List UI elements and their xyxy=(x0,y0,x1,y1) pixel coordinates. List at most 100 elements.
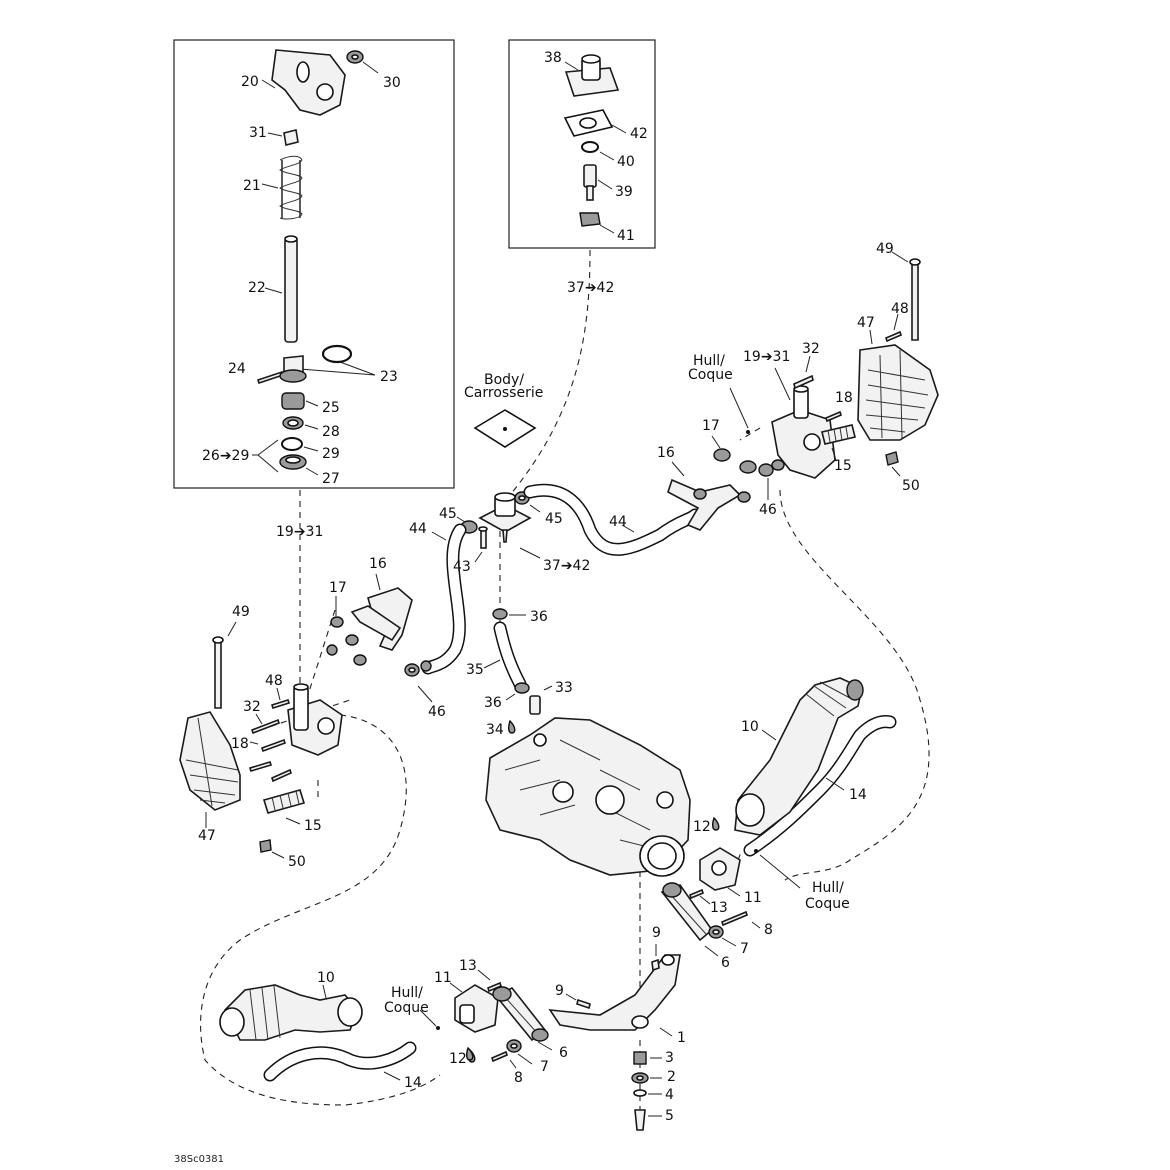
part-28-ring xyxy=(282,416,319,430)
note-hull-right-line1: Hull/ xyxy=(812,880,844,896)
part-1-steering-arm xyxy=(548,954,681,1037)
callout-23: 23 xyxy=(380,369,398,385)
callout-17-right: 17 xyxy=(702,418,720,434)
callout-50-left: 50 xyxy=(288,854,306,870)
callout-9-left: 9 xyxy=(555,983,564,999)
part-7-left-washer xyxy=(506,1039,533,1065)
callout-32-left: 32 xyxy=(243,699,261,715)
callout-45-left: 45 xyxy=(439,506,457,522)
callout-7-left: 7 xyxy=(540,1059,549,1075)
note-body-line1: Body/ xyxy=(484,372,524,388)
hose-14-left xyxy=(263,1041,417,1082)
callout-35: 35 xyxy=(466,662,484,678)
detail-frame-top xyxy=(508,39,656,249)
note-hull-bottom-line2: Coque xyxy=(384,1000,429,1016)
callout-11-right: 11 xyxy=(744,890,762,906)
callout-6-left: 6 xyxy=(559,1045,568,1061)
part-11-right-plate xyxy=(699,847,741,897)
callout-18-right: 18 xyxy=(835,390,853,406)
part-37-42-fitting-assembly xyxy=(478,492,541,559)
part-22-shaft xyxy=(264,235,298,343)
callout-50-right: 50 xyxy=(902,478,920,494)
callout-36-top: 36 xyxy=(530,609,548,625)
part-6-left-link xyxy=(492,986,553,1051)
callout-21: 21 xyxy=(243,178,261,194)
part-15-right-spring xyxy=(821,424,856,461)
callout-10-right: 10 xyxy=(741,719,759,735)
callout-14-right: 14 xyxy=(849,787,867,803)
callout-46-left: 46 xyxy=(428,704,446,720)
part-41-nut xyxy=(579,212,615,234)
callout-40: 40 xyxy=(617,154,635,170)
callout-46-right: 46 xyxy=(759,502,777,518)
part-39-fitting xyxy=(583,164,613,201)
jet-pump-housing xyxy=(485,717,691,877)
callout-30: 30 xyxy=(383,75,401,91)
bracket-26-29 xyxy=(252,439,279,473)
note-hull-top-line1: Hull/ xyxy=(693,353,725,369)
callout-34: 34 xyxy=(486,722,504,738)
callout-37-42-mid: 37➔42 xyxy=(543,558,590,574)
part-46-right-clamps xyxy=(758,459,785,500)
part-left-bolts xyxy=(248,687,292,783)
callout-3: 3 xyxy=(665,1050,674,1066)
part-17-right-bushings xyxy=(693,435,757,503)
callout-44-left: 44 xyxy=(409,521,427,537)
callout-49-right: 49 xyxy=(876,241,894,257)
part-11-left-plate xyxy=(449,982,499,1033)
callout-2: 2 xyxy=(667,1069,676,1085)
callout-36-bottom: 36 xyxy=(484,695,502,711)
callout-11-left: 11 xyxy=(434,970,452,986)
callout-22: 22 xyxy=(248,280,266,296)
part-8-left-bolt xyxy=(491,1050,517,1069)
callout-31: 31 xyxy=(249,125,267,141)
hull-top-leader xyxy=(729,387,749,429)
callout-labels: 20 30 31 21 22 24 23 25 28 26➔29 29 27 1… xyxy=(198,50,920,1124)
callout-32-right: 32 xyxy=(802,341,820,357)
callout-8-right: 8 xyxy=(764,922,773,938)
part-30-washer xyxy=(346,50,379,74)
callout-48-left: 48 xyxy=(265,673,283,689)
callout-38: 38 xyxy=(544,50,562,66)
part-21-spring xyxy=(261,155,303,220)
callout-43: 43 xyxy=(453,559,471,575)
part-16-right-arm xyxy=(667,461,742,531)
part-36-clamps xyxy=(492,608,530,701)
part-38-flange xyxy=(564,54,620,97)
callout-16-right: 16 xyxy=(657,445,675,461)
part-16-left-arm xyxy=(350,573,413,651)
part-33-34-fitting xyxy=(529,685,553,715)
part-24-pin xyxy=(256,370,285,385)
callout-13-left: 13 xyxy=(459,958,477,974)
part-10-right-boot xyxy=(734,677,864,836)
callout-17-left: 17 xyxy=(329,580,347,596)
callout-19-31-left: 19➔31 xyxy=(276,524,323,540)
part-9-bolts xyxy=(565,944,660,1010)
callout-33: 33 xyxy=(555,680,573,696)
callout-45-right: 45 xyxy=(545,511,563,527)
part-3-2-4-5-stack xyxy=(631,1051,662,1131)
callout-47-right: 47 xyxy=(857,315,875,331)
part-25-bearing xyxy=(281,392,319,410)
part-gear-upper xyxy=(279,355,307,383)
callout-39: 39 xyxy=(615,184,633,200)
part-29-oring xyxy=(281,437,319,452)
note-hull-right-line2: Coque xyxy=(805,896,850,912)
note-hull-top-line2: Coque xyxy=(688,367,733,383)
callout-20: 20 xyxy=(241,74,259,90)
note-hull-bottom: Hull/ Coque xyxy=(384,985,429,1016)
callout-9-right: 9 xyxy=(652,925,661,941)
part-50-right-nut xyxy=(885,451,901,477)
callout-13-right: 13 xyxy=(710,900,728,916)
hose-44-right xyxy=(523,483,702,556)
note-hull-top: Hull/ Coque xyxy=(688,353,733,383)
hull-right-point xyxy=(754,849,758,853)
callout-12-left: 12 xyxy=(449,1051,467,1067)
note-body: Body/ Carrosserie xyxy=(464,372,543,401)
callout-7-right: 7 xyxy=(740,941,749,957)
note-body-line2: Carrosserie xyxy=(464,385,543,401)
hull-right-leader xyxy=(759,854,801,889)
part-19-31-left-support xyxy=(287,683,343,756)
callout-26-29: 26➔29 xyxy=(202,448,249,464)
